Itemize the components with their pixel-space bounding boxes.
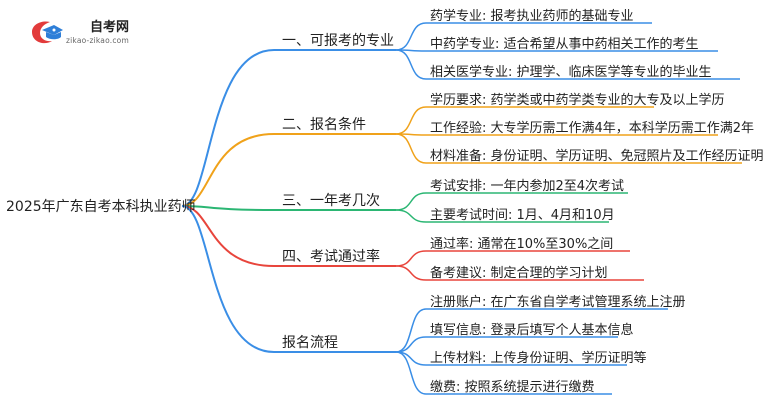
leaf-label-5-1: 注册账户: 在广东省自学考试管理系统上注册 (430, 295, 686, 310)
leaf-label-3-1: 考试安排: 一年内参加2至4次考试 (430, 179, 625, 194)
branch-leaf-connector-5-2 (395, 336, 427, 353)
leaf-label-2-2: 工作经验: 大专学历需工作满4年，本科学历需工作满2年 (430, 121, 755, 136)
graduation-cap-icon (32, 21, 63, 44)
branch-leaf-connector-5-3 (395, 351, 427, 366)
root-branch-connector-5 (181, 205, 275, 353)
leaf-label-2-1: 学历要求: 药学类或中药学类专业的大专及以上学历 (430, 93, 725, 108)
leaf-label-1-2: 中药学专业: 适合希望从事中药相关工作的考生 (430, 37, 699, 52)
leaf-label-4-2: 备考建议: 制定合理的学习计划 (430, 266, 608, 281)
root-branch-connector-1 (181, 49, 275, 207)
branch-leaf-connector-2-1 (395, 106, 427, 135)
branch-leaf-connector-3-2 (395, 209, 427, 223)
leaf-label-4-1: 通过率: 通常在10%至30%之间 (430, 237, 614, 252)
leaf-label-2-3: 材料准备: 身份证明、学历证明、免冠照片及工作经历证明 (430, 149, 764, 164)
branch-leaf-connector-3-1 (395, 192, 427, 211)
branch-leaf-connector-5-4 (395, 351, 427, 395)
logo-url: zikao-zikao.com (66, 36, 129, 45)
leaf-label-5-2: 填写信息: 登录后填写个人基本信息 (430, 323, 634, 338)
root-node: 2025年广东自考本科执业药师 (6, 199, 196, 215)
branch-leaf-connector-4-2 (395, 265, 427, 281)
branch-label-4: 四、考试通过率 (282, 249, 380, 265)
root-branch-connector-2 (181, 133, 275, 207)
branch-leaf-connector-5-1 (395, 308, 427, 353)
site-logo: 自考网 zikao-zikao.com (30, 14, 150, 54)
leaf-label-3-2: 主要考试时间: 1月、4月和10月 (430, 208, 615, 223)
branch-label-2: 二、报名条件 (282, 117, 366, 133)
root-branch-connector-4 (181, 205, 275, 267)
branch-label-5: 报名流程 (282, 335, 338, 351)
branch-leaf-connector-4-1 (395, 250, 427, 267)
branch-label-1: 一、可报考的专业 (282, 33, 394, 49)
root-branch-connector-3 (181, 205, 275, 211)
leaf-label-5-3: 上传材料: 上传身份证明、学历证明等 (430, 351, 647, 366)
leaf-label-1-3: 相关医学专业: 护理学、临床医学等专业的毕业生 (430, 65, 712, 80)
branch-leaf-connector-1-1 (395, 22, 427, 51)
branch-leaf-connector-1-3 (395, 49, 427, 80)
logo-title: 自考网 (90, 20, 130, 35)
leaf-label-1-1: 药学专业: 报考执业药师的基础专业 (430, 9, 634, 24)
leaf-label-5-4: 缴费: 按照系统提示进行缴费 (430, 380, 595, 395)
branch-leaf-connector-2-3 (395, 133, 427, 164)
branch-label-3: 三、一年考几次 (282, 193, 380, 209)
